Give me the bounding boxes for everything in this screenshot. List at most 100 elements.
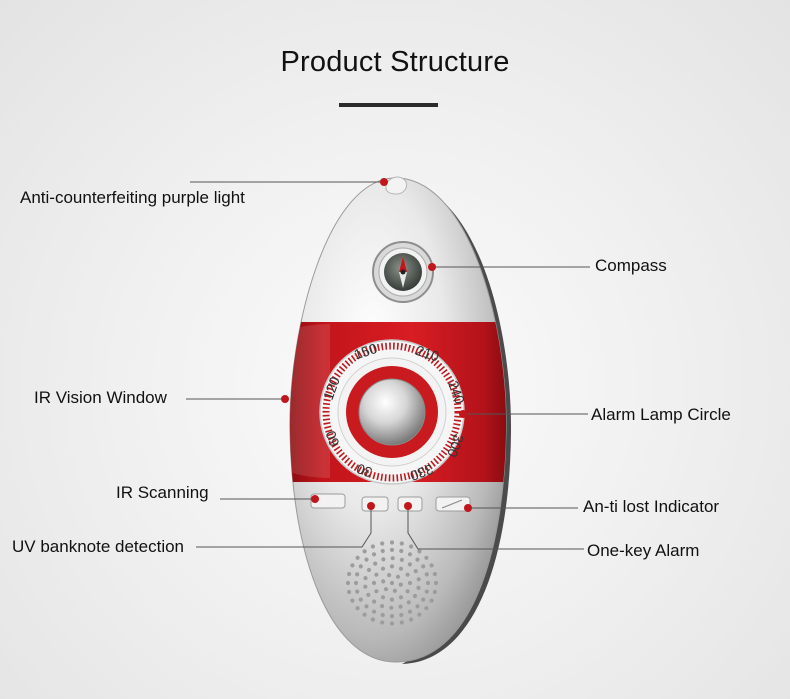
speaker-hole [407,562,412,567]
speaker-hole [389,605,394,610]
speaker-hole [380,566,386,571]
compass-marker [428,263,436,271]
speaker-hole [395,574,401,579]
speaker-hole [363,576,368,581]
speaker-hole [380,620,385,625]
page-title: Product Structure [280,46,510,78]
speaker-hole [355,606,360,611]
speaker-hole [405,572,410,577]
speaker-hole [362,612,367,617]
speaker-hole [432,571,437,577]
speaker-hole [383,587,389,592]
label-compass: Compass [595,256,667,275]
label-one-key-alarm: One-key Alarm [587,541,700,560]
one-key-alarm-marker [404,502,412,510]
speaker-hole [415,557,420,562]
speaker-hole [417,549,422,554]
uv-detection-marker [367,502,375,510]
speaker-hole [366,567,372,573]
label-purple-light: Anti-counterfeiting purple light [20,188,245,207]
speaker-hole [371,580,377,586]
speaker-hole [432,589,437,595]
speaker-hole [413,569,418,574]
speaker-hole [350,598,355,603]
marker-dots [281,178,472,512]
speaker-hole [407,609,413,614]
dial-number: 60 [322,428,342,448]
speaker-hole [374,589,379,594]
speaker-hole [372,599,377,604]
dial-number: 300 [444,432,467,460]
dial-number: 330 [408,461,436,484]
speaker-hole [358,597,363,602]
speaker-hole [364,557,369,562]
speaker-hole [373,561,378,566]
speaker-hole [415,604,420,609]
speaker-hole [424,572,429,577]
speaker-hole [398,566,404,571]
ir-scanning-marker [311,495,319,503]
dial-numbers: 150 210 240 300 330 30 60 120 [320,340,468,484]
anti-lost-marker [464,504,472,512]
speaker-hole [399,557,404,563]
ir-vision-marker [281,395,289,403]
speaker-hole [364,604,369,609]
speaker-hole [421,597,426,602]
speaker-hole [381,579,386,584]
speaker-hole [424,589,429,594]
speaker-hole [389,597,395,602]
speaker-hole [409,544,414,549]
speaker-hole [380,548,385,554]
speaker-hole [405,589,410,594]
speaker-hole [374,572,379,577]
speaker-hole [424,555,429,560]
buttons-row [310,493,471,512]
speaker-hole [399,541,404,546]
speaker-hole [399,612,404,618]
dial-number: 120 [320,374,343,402]
label-ir-vision-window: IR Vision Window [34,388,167,407]
speaker-hole [389,614,395,619]
speaker-hole [380,604,385,609]
speaker-hole [389,564,395,569]
label-anti-lost-indicator: An-ti lost Indicator [583,497,720,516]
speaker-hole [350,563,355,568]
red-band-highlight [290,324,330,478]
alarm-lamp-dial [319,339,465,485]
speaker-hole [358,564,363,569]
leader-lines [186,181,590,550]
speaker-hole [387,573,392,578]
speaker-hole [416,585,421,591]
speaker-hole [424,606,429,611]
speaker-hole [380,612,385,618]
speaker-hole [381,557,386,562]
purple-light-marker [380,178,388,186]
dial-number: 30 [354,460,374,480]
speaker-hole [363,584,368,589]
speaker-hole [398,604,403,609]
alarm-lamp-marker [459,410,467,418]
speaker-hole [398,582,403,587]
uv-detection-button[interactable] [361,496,389,512]
speaker-hole [366,592,371,598]
dial-number: 150 [352,340,379,363]
speaker-hole [370,544,375,549]
ir-scanning-button[interactable] [310,493,346,509]
speaker-hole [370,617,375,622]
speaker-hole [389,621,395,626]
speaker-hole [355,589,360,594]
speaker-hole [399,548,404,554]
speaker-hole [416,577,421,582]
speaker-hole [355,572,360,577]
speaker-grill [345,540,439,626]
purple-light-nub [385,176,407,195]
speaker-hole [389,580,395,586]
speaker-hole [390,556,395,561]
dial-number: 210 [414,342,441,365]
speaker-hole [421,564,426,569]
speaker-hole [429,598,434,603]
speaker-hole [371,552,377,557]
speaker-hole [425,580,431,586]
speaker-hole [371,609,377,614]
speaker-hole [392,588,397,594]
